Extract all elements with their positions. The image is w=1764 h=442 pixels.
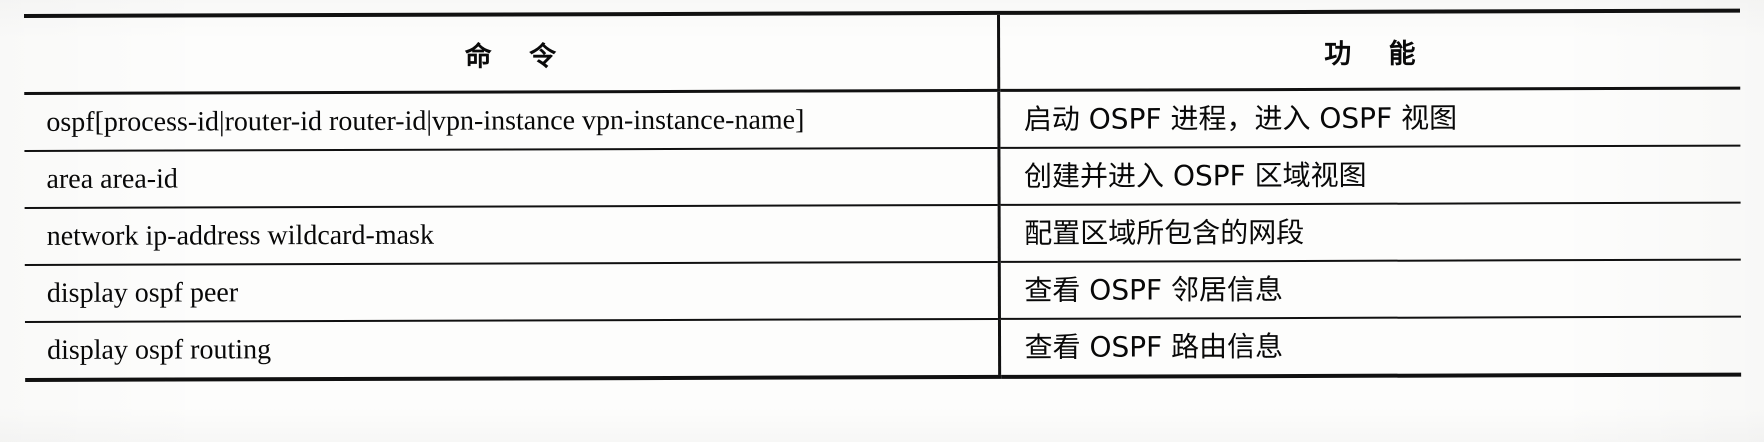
cell-command: network ip-address wildcard-mask	[24, 204, 999, 265]
cell-function: 启动 OSPF 进程，进入 OSPF 视图	[998, 88, 1741, 148]
column-header-command-label: 命 令	[464, 40, 571, 73]
command-text: area area-id	[46, 163, 178, 195]
cell-function: 创建并进入 OSPF 区域视图	[998, 145, 1741, 205]
cell-command: display ospf peer	[24, 261, 999, 322]
function-text: 启动 OSPF 进程，进入 OSPF 视图	[1023, 101, 1458, 136]
command-text: network ip-address wildcard-mask	[46, 219, 434, 252]
function-text: 查看 OSPF 邻居信息	[1024, 272, 1284, 307]
table-row: display ospf routing 查看 OSPF 路由信息	[24, 316, 1742, 380]
table-container: 命 令 功 能 ospf[process-id|router-id router…	[24, 9, 1742, 382]
table-row: display ospf peer 查看 OSPF 邻居信息	[24, 259, 1741, 322]
ospf-command-table: 命 令 功 能 ospf[process-id|router-id router…	[24, 9, 1742, 382]
column-header-command: 命 令	[24, 12, 999, 94]
cell-function: 查看 OSPF 路由信息	[998, 316, 1742, 377]
table-body: ospf[process-id|router-id router-id|vpn-…	[24, 88, 1742, 380]
function-text: 查看 OSPF 路由信息	[1024, 329, 1284, 364]
column-header-function-label: 功 能	[1324, 38, 1430, 70]
function-text: 创建并进入 OSPF 区域视图	[1023, 158, 1367, 193]
cell-command: ospf[process-id|router-id router-id|vpn-…	[24, 90, 999, 151]
function-text: 配置区域所包含的网段	[1024, 215, 1305, 250]
header-row: 命 令 功 能	[24, 10, 1741, 94]
table-row: network ip-address wildcard-mask 配置区域所包含…	[24, 202, 1741, 265]
table-row: ospf[process-id|router-id router-id|vpn-…	[24, 88, 1741, 151]
command-text: ospf[process-id|router-id router-id|vpn-…	[46, 104, 805, 138]
table-row: area area-id 创建并进入 OSPF 区域视图	[24, 145, 1741, 208]
cell-command: area area-id	[24, 147, 999, 208]
cell-command: display ospf routing	[24, 318, 1000, 380]
column-header-function: 功 能	[998, 10, 1741, 91]
cell-function: 配置区域所包含的网段	[998, 202, 1741, 262]
command-text: display ospf peer	[46, 277, 239, 309]
command-text: display ospf routing	[47, 334, 272, 366]
table-header: 命 令 功 能	[24, 10, 1741, 94]
cell-function: 查看 OSPF 邻居信息	[998, 259, 1741, 319]
